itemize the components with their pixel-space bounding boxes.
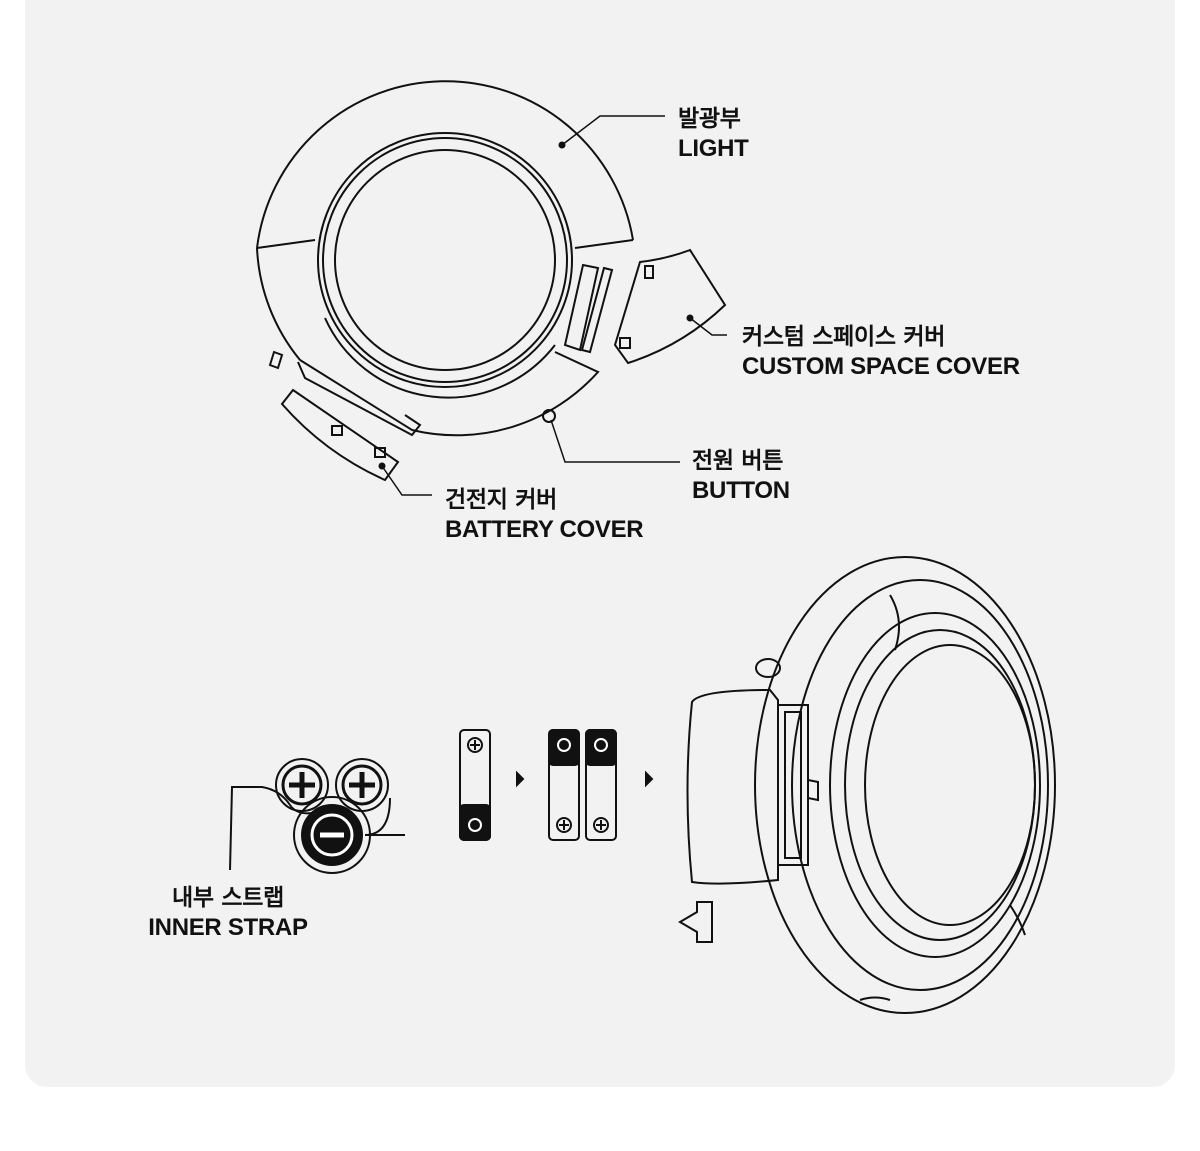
arrow-left-icon: [678, 901, 713, 943]
label-battery-cover: 건전지 커버 BATTERY COVER: [445, 485, 644, 545]
label-light-ko: 발광부: [678, 106, 741, 132]
light-ring: [256, 80, 634, 249]
battery-compartment-cover: [686, 688, 779, 885]
lower-body: [299, 351, 600, 437]
label-custom-en: CUSTOM SPACE COVER: [742, 353, 1020, 380]
diagram-panel: [25, 0, 1175, 1087]
plus-icon: [289, 772, 315, 798]
label-strap-ko: 내부 스트랩: [171, 885, 284, 911]
label-button: 전원 버튼 BUTTON: [692, 446, 790, 506]
label-light: 발광부 LIGHT: [678, 104, 749, 164]
label-light-en: LIGHT: [678, 135, 749, 162]
battery-cover: [280, 388, 400, 482]
plus-icon: [349, 772, 375, 798]
device-side-view: [678, 556, 1056, 1014]
label-battery-en: BATTERY COVER: [445, 516, 644, 543]
label-battery-ko: 건전지 커버: [445, 487, 558, 513]
batteries: [459, 729, 654, 841]
custom-space-cover: [613, 248, 727, 365]
label-custom-ko: 커스텀 스페이스 커버: [742, 324, 946, 350]
label-button-en: BUTTON: [692, 477, 790, 504]
label-strap-en: INNER STRAP: [148, 914, 308, 941]
label-button-ko: 전원 버튼: [692, 448, 784, 474]
label-custom-space-cover: 커스텀 스페이스 커버 CUSTOM SPACE COVER: [742, 322, 1020, 382]
power-button: [542, 409, 556, 423]
custom-slot: [563, 263, 600, 352]
device-top-view: [256, 80, 727, 496]
label-inner-strap: 내부 스트랩 INNER STRAP: [128, 883, 328, 943]
inner-strap-diagram: [229, 758, 405, 874]
